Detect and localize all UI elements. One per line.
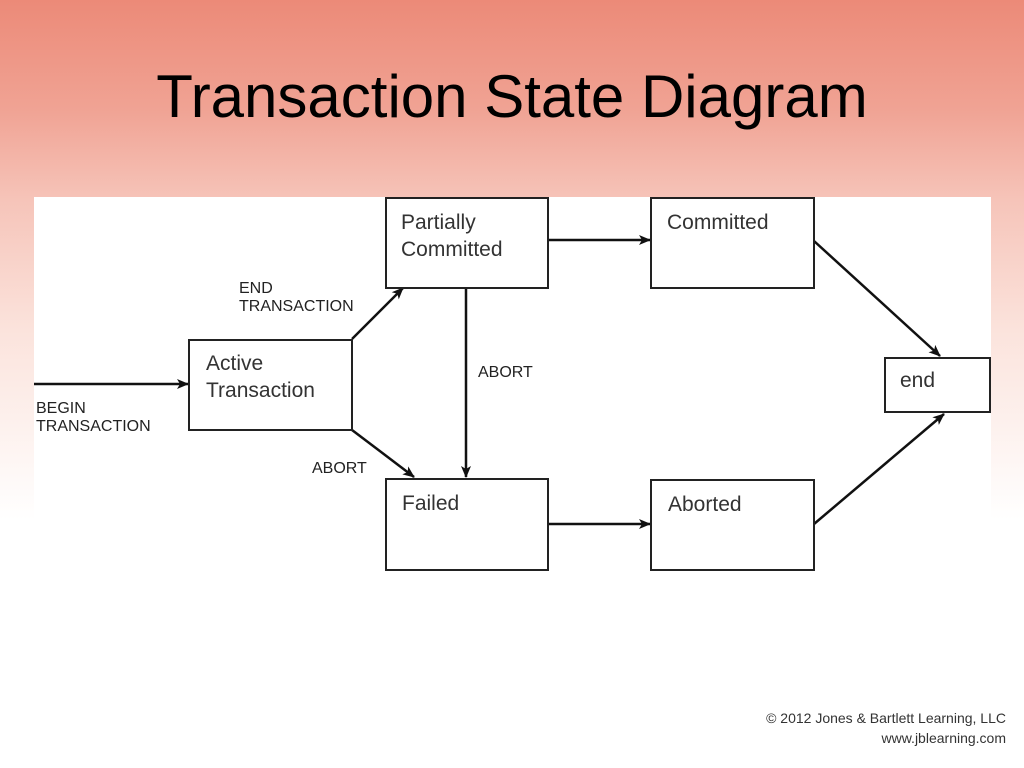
svg-text:Committed: Committed (667, 211, 769, 234)
node-aborted: Aborted (650, 479, 815, 571)
edge-label-abort-partial: ABORT (478, 364, 533, 381)
edge-label-begin: BEGIN TRANSACTION (36, 400, 151, 435)
copyright-text: © 2012 Jones & Bartlett Learning, LLC (766, 710, 1006, 726)
edge-end-transaction-arrow (351, 287, 404, 340)
edge-label-abort-active: ABORT (312, 460, 367, 477)
svg-text:Partially Committed: Partially Committed (401, 211, 503, 261)
website-text: www.jblearning.com (881, 730, 1007, 746)
node-end: end (884, 357, 991, 413)
edge-committed-to-end-arrow (813, 240, 941, 357)
node-failed: Failed (385, 478, 549, 571)
svg-text:Failed: Failed (402, 492, 459, 515)
node-committed: Committed (650, 197, 815, 289)
edge-aborted-to-end-arrow (813, 413, 945, 525)
node-partially-committed: Partially Committed (385, 197, 549, 289)
edge-label-end-transaction: END TRANSACTION (239, 280, 354, 315)
edge-abort-active-arrow (351, 429, 415, 478)
svg-text:end: end (900, 369, 935, 392)
slide-title: Transaction State Diagram (156, 63, 868, 130)
svg-text:Aborted: Aborted (668, 493, 742, 516)
copyright-notice: © 2012 Jones & Bartlett Learning, LLC ww… (766, 708, 1006, 748)
node-active-transaction: Active Transaction (188, 339, 353, 431)
svg-text:Active Transaction: Active Transaction (206, 352, 315, 402)
